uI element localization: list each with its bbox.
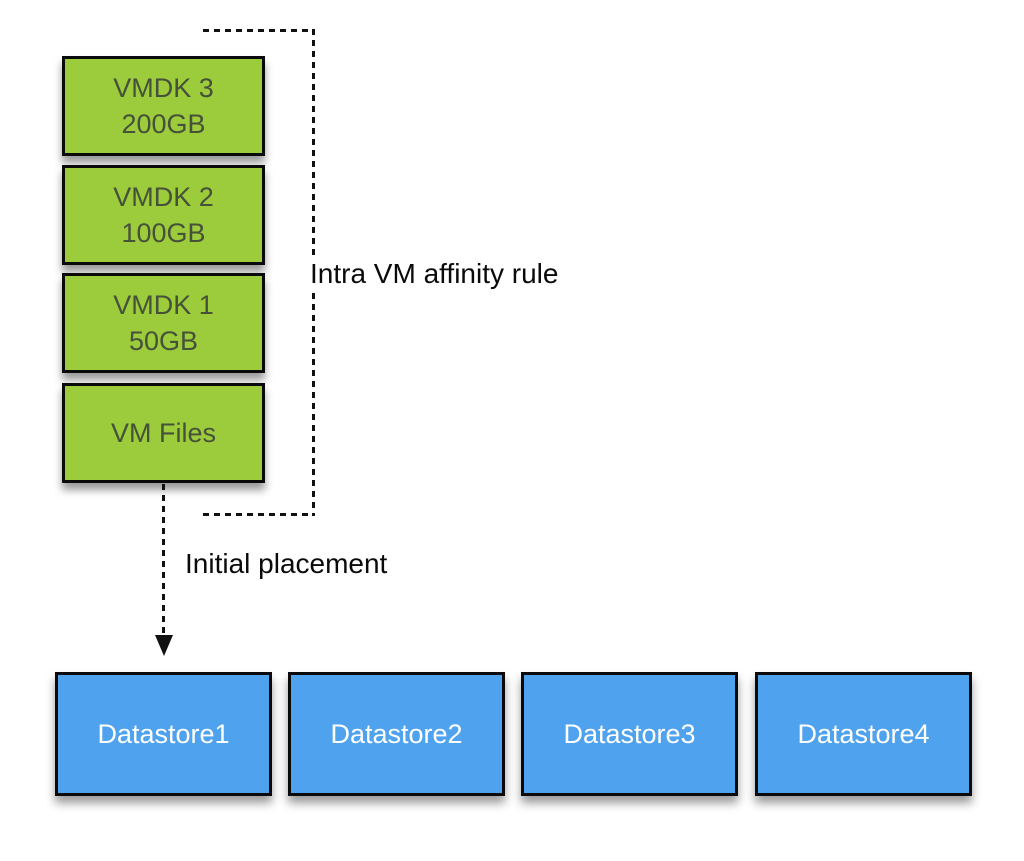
vmdk1-size: 50GB xyxy=(128,326,199,356)
affinity-bracket-top-line xyxy=(203,29,315,32)
datastore2-label: Datastore2 xyxy=(330,718,463,749)
datastore3-box: Datastore3 xyxy=(521,672,738,796)
vmdk2-size: 100GB xyxy=(121,218,206,248)
affinity-rule-label: Intra VM affinity rule xyxy=(310,258,565,290)
affinity-bracket-bottom-line xyxy=(203,513,315,516)
vmdk3-label: VMDK 3 xyxy=(113,73,214,103)
placement-arrow-line xyxy=(162,484,165,637)
arrow-head-icon xyxy=(155,635,173,656)
datastore2-box: Datastore2 xyxy=(288,672,505,796)
initial-placement-label: Initial placement xyxy=(179,548,388,580)
datastore3-label: Datastore3 xyxy=(563,718,696,749)
datastore4-box: Datastore4 xyxy=(755,672,972,796)
vmdk1-label: VMDK 1 xyxy=(113,290,214,320)
vmdk3-box: VMDK 3 200GB xyxy=(62,56,265,156)
vmdk3-size: 200GB xyxy=(121,109,206,139)
vmdk2-box: VMDK 2 100GB xyxy=(62,165,265,265)
datastore1-label: Datastore1 xyxy=(97,718,230,749)
vmdk2-label: VMDK 2 xyxy=(113,182,214,212)
vmdk1-box: VMDK 1 50GB xyxy=(62,273,265,373)
datastore4-label: Datastore4 xyxy=(797,718,930,749)
vm-files-label: VM Files xyxy=(110,418,216,448)
vm-files-box: VM Files xyxy=(62,383,265,483)
datastore1-box: Datastore1 xyxy=(55,672,272,796)
